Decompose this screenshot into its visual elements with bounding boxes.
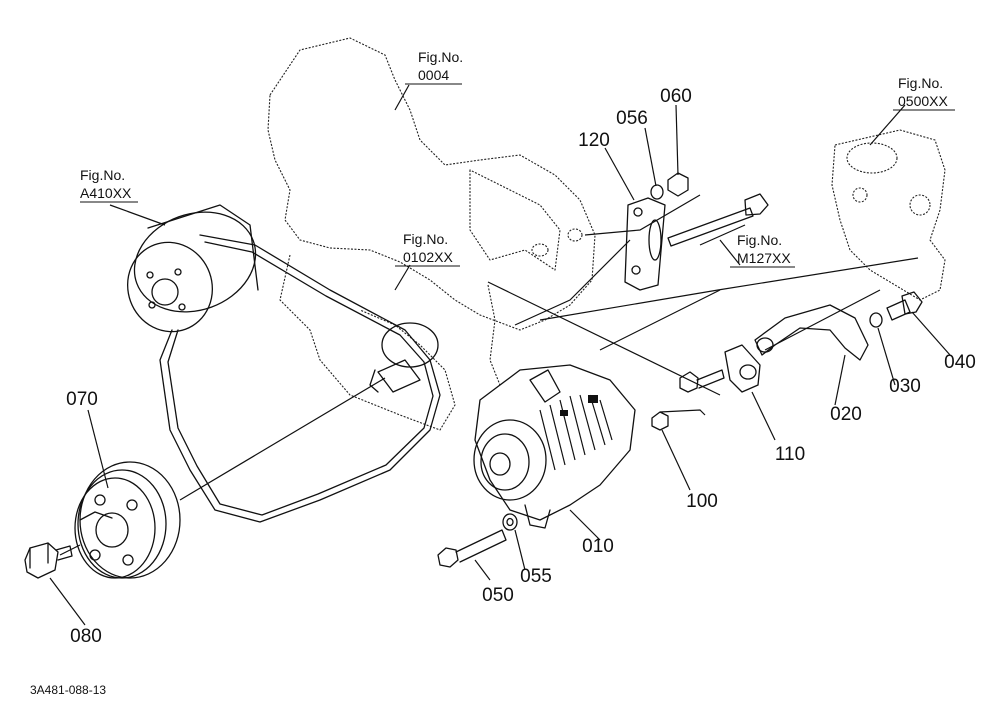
callout-030: 030	[889, 376, 921, 397]
washer-030	[869, 312, 883, 328]
crankshaft-pulley	[74, 461, 181, 579]
leader-lines	[49, 84, 951, 626]
fig-ref-number: 0004	[418, 67, 449, 83]
callout-055: 055	[520, 566, 552, 587]
fig-ref-number: M127XX	[737, 250, 791, 266]
callout-020: 020	[830, 404, 862, 425]
callout-080: 080	[70, 626, 102, 647]
nut-100	[651, 411, 669, 431]
v-belt	[159, 234, 441, 523]
adjusting-link	[754, 304, 869, 361]
water-pump-pulley	[126, 204, 259, 333]
alternator-bolt	[437, 529, 507, 568]
clamp-block	[679, 344, 761, 393]
fig-ref-label: Fig.No.	[898, 75, 943, 91]
long-stud-bolt	[667, 193, 769, 247]
fig-ref-label: Fig.No.	[80, 167, 125, 183]
callout-050: 050	[482, 585, 514, 606]
fig-ref-0102xx: Fig.No. 0102XX	[395, 231, 460, 267]
part-callouts: 010 020 030 040 050 055 056 060 070 080 …	[66, 86, 976, 647]
fig-ref-label: Fig.No.	[737, 232, 782, 248]
alternator-fins	[539, 394, 613, 471]
fig-ref-number: A410XX	[80, 185, 132, 201]
callout-010: 010	[582, 536, 614, 557]
callout-110: 110	[775, 444, 805, 465]
assembly-lines	[59, 194, 919, 556]
washer-056	[650, 184, 664, 200]
alternator	[473, 364, 636, 529]
fig-ref-m127xx: Fig.No. M127XX	[730, 232, 795, 268]
callout-040: 040	[944, 352, 976, 373]
callout-100: 100	[686, 491, 718, 512]
fig-ref-a410xx: Fig.No. A410XX	[80, 167, 138, 203]
fig-ref-number: 0500XX	[898, 93, 948, 109]
callout-056: 056	[616, 108, 648, 129]
bolt-040	[886, 291, 923, 321]
fig-ref-0500xx: Fig.No. 0500XX	[893, 75, 955, 111]
fig-ref-number: 0102XX	[403, 249, 453, 265]
fig-ref-label: Fig.No.	[403, 231, 448, 247]
callout-070: 070	[66, 389, 98, 410]
fig-ref-0004: Fig.No. 0004	[405, 49, 463, 85]
washer-055	[502, 513, 518, 531]
engine-block-outline	[267, 37, 596, 431]
gear-case-pulley	[369, 322, 439, 393]
drawing-code: 3A481-088-13	[30, 683, 106, 697]
bracket-plate	[624, 197, 666, 291]
pulley-bolt	[24, 542, 73, 579]
fig-ref-label: Fig.No.	[418, 49, 463, 65]
callout-060: 060	[660, 86, 692, 107]
callout-120: 120	[578, 130, 610, 151]
manifold-block	[831, 129, 946, 301]
nut-060	[667, 172, 689, 197]
